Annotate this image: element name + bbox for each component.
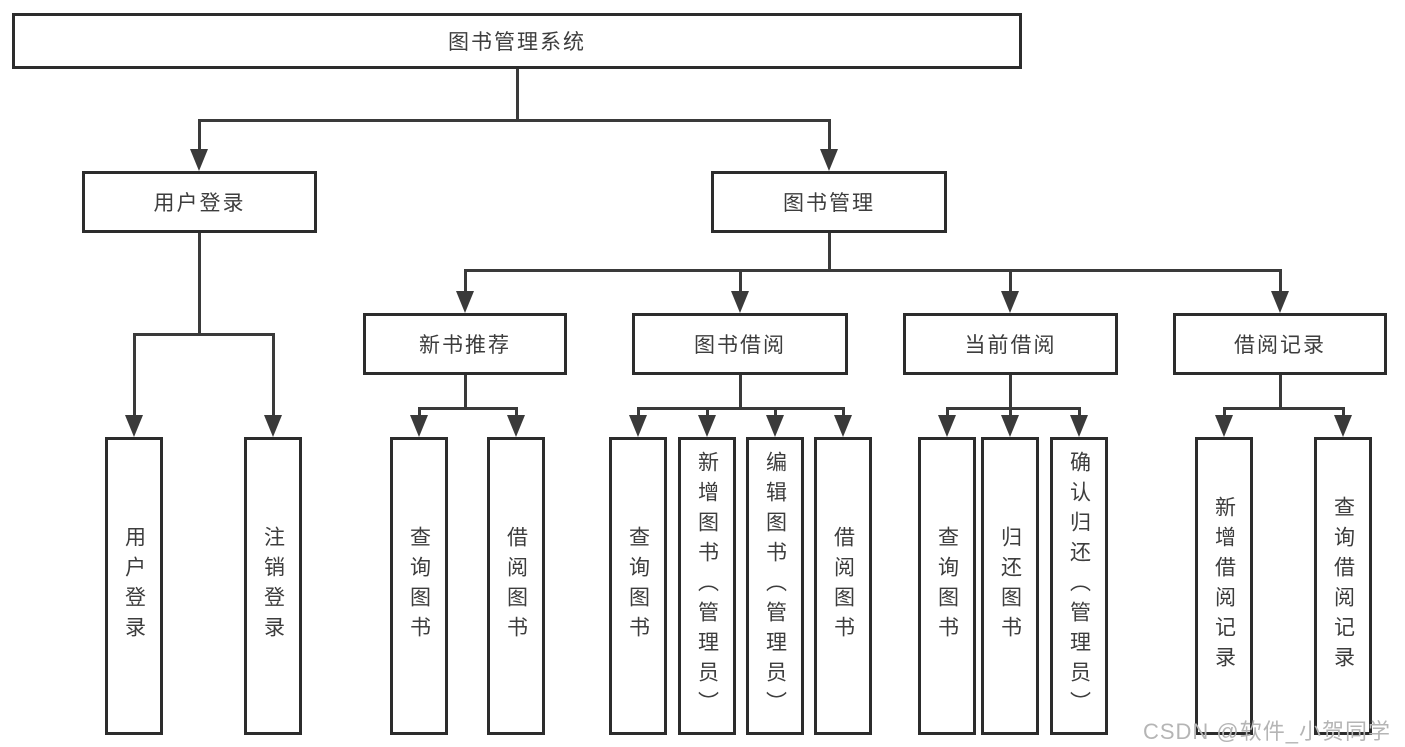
arrow-down-icon	[1070, 415, 1088, 437]
connector-drop	[515, 407, 518, 419]
leaf-borrow-add-books-admin: 新增图书（管理员）	[678, 437, 736, 735]
leaf-borrow-query-books: 查询图书	[609, 437, 667, 735]
node-label: 新书推荐	[419, 334, 511, 357]
leaf-label: 确认归还（管理员）	[1067, 451, 1091, 721]
connector-drop	[946, 407, 949, 419]
connector-drop	[272, 333, 275, 419]
leaf-label: 新增借阅记录	[1212, 496, 1236, 676]
leaf-records-add-record: 新增借阅记录	[1195, 437, 1253, 735]
leaf-label: 归还图书	[998, 526, 1022, 646]
node-label: 用户登录	[153, 192, 246, 215]
arrow-down-icon	[629, 415, 647, 437]
leaf-label: 注销登录	[261, 526, 285, 646]
arrow-down-icon	[834, 415, 852, 437]
node-borrow-records: 借阅记录	[1173, 313, 1387, 375]
connector-drop	[1009, 269, 1012, 293]
connector-drop	[739, 269, 742, 293]
node-current-borrow: 当前借阅	[903, 313, 1118, 375]
arrow-down-icon	[938, 415, 956, 437]
arrow-down-icon	[1001, 415, 1019, 437]
connector-drop	[133, 333, 136, 419]
connector-drop	[828, 119, 831, 151]
arrow-down-icon	[1215, 415, 1233, 437]
connector-hline-new-book	[418, 407, 518, 410]
connector-stem-root	[516, 69, 519, 120]
arrow-down-icon	[456, 291, 474, 313]
connector-hline-book-borrow	[637, 407, 845, 410]
connector-drop	[842, 407, 845, 419]
leaf-records-query-record: 查询借阅记录	[1314, 437, 1372, 735]
arrow-down-icon	[190, 149, 208, 171]
connector-drop	[1279, 269, 1282, 293]
arrow-down-icon	[766, 415, 784, 437]
arrow-down-icon	[507, 415, 525, 437]
connector-drop	[774, 407, 777, 419]
leaf-borrow-borrow-books: 借阅图书	[814, 437, 872, 735]
connector-drop	[1223, 407, 1226, 419]
node-label: 图书管理系统	[448, 31, 586, 54]
leaf-label: 查询图书	[626, 526, 650, 646]
node-label: 图书借阅	[694, 334, 786, 357]
arrow-down-icon	[820, 149, 838, 171]
node-label: 当前借阅	[964, 334, 1057, 357]
connector-stem-new-book	[464, 375, 467, 410]
leaf-label: 编辑图书（管理员）	[763, 451, 787, 721]
leaf-label: 查询借阅记录	[1331, 496, 1355, 676]
node-label: 图书管理	[783, 192, 875, 215]
arrow-down-icon	[731, 291, 749, 313]
connector-hline-current-borrow	[946, 407, 1081, 410]
connector-drop	[1078, 407, 1081, 419]
connector-stem-book-mgmt	[828, 233, 831, 272]
leaf-label: 查询图书	[407, 526, 431, 646]
connector-hline-user-login	[133, 333, 275, 336]
arrow-down-icon	[264, 415, 282, 437]
node-label: 借阅记录	[1234, 334, 1326, 357]
arrow-down-icon	[125, 415, 143, 437]
connector-stem-user-login	[198, 233, 201, 336]
watermark: CSDN @软件_小贺同学	[1142, 719, 1391, 744]
arrow-down-icon	[698, 415, 716, 437]
leaf-label: 新增图书（管理员）	[695, 451, 719, 721]
leaf-label: 查询图书	[935, 526, 959, 646]
node-user-login: 用户登录	[82, 171, 317, 233]
connector-drop	[1342, 407, 1345, 419]
leaf-current-confirm-return-admin: 确认归还（管理员）	[1050, 437, 1108, 735]
connector-stem-current-borrow	[1009, 375, 1012, 410]
node-book-management: 图书管理	[711, 171, 947, 233]
connector-drop	[1009, 407, 1012, 419]
connector-stem-borrow-records	[1279, 375, 1282, 410]
arrow-down-icon	[1334, 415, 1352, 437]
connector-drop	[198, 119, 201, 151]
arrow-down-icon	[1001, 291, 1019, 313]
connector-drop	[706, 407, 709, 419]
leaf-rec-borrow-books: 借阅图书	[487, 437, 545, 735]
leaf-user-login: 用户登录	[105, 437, 163, 735]
arrow-down-icon	[1271, 291, 1289, 313]
connector-drop	[464, 269, 467, 293]
node-new-book-recommend: 新书推荐	[363, 313, 567, 375]
leaf-current-return-books: 归还图书	[981, 437, 1039, 735]
leaf-label: 用户登录	[122, 526, 146, 646]
connector-hline-level3	[464, 269, 1281, 272]
connector-drop	[637, 407, 640, 419]
connector-drop	[418, 407, 421, 419]
leaf-logout: 注销登录	[244, 437, 302, 735]
arrow-down-icon	[410, 415, 428, 437]
leaf-current-query-books: 查询图书	[918, 437, 976, 735]
leaf-label: 借阅图书	[504, 526, 528, 646]
leaf-label: 借阅图书	[831, 526, 855, 646]
connector-stem-book-borrow	[739, 375, 742, 410]
connector-hline-borrow-records	[1223, 407, 1345, 410]
node-book-borrow: 图书借阅	[632, 313, 848, 375]
leaf-rec-query-books: 查询图书	[390, 437, 448, 735]
connector-hline-level2	[198, 119, 831, 122]
node-root: 图书管理系统	[12, 13, 1022, 69]
leaf-borrow-edit-books-admin: 编辑图书（管理员）	[746, 437, 804, 735]
